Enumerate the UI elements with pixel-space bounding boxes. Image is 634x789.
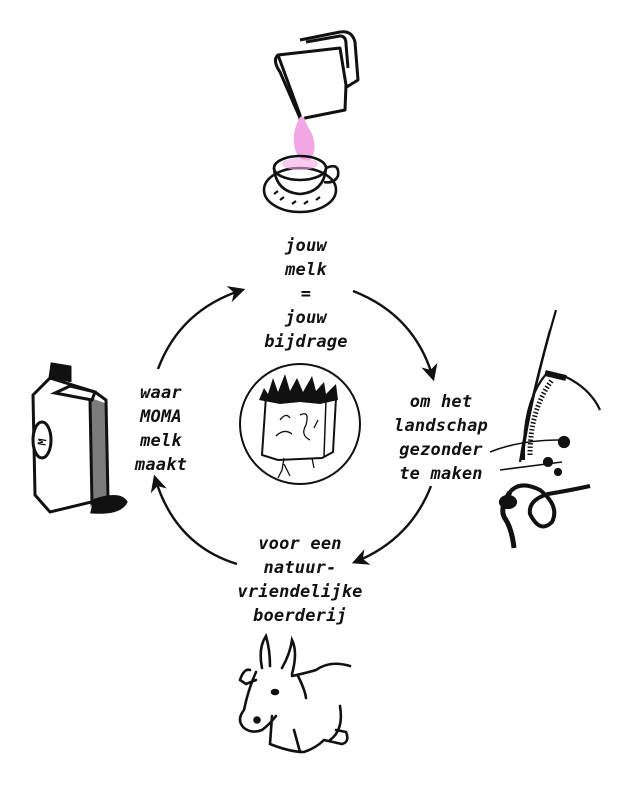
step-left-line: MOMA: [140, 407, 182, 427]
arrow-top-to-right: [352, 289, 438, 382]
step-bottom-line: vriendelijke: [237, 582, 363, 602]
step-bottom-line: natuur-: [263, 558, 337, 578]
milk-stream: [293, 117, 315, 161]
step-left-line: waar: [140, 383, 182, 403]
step-label-bottom: voor een natuur- vriendelijke boerderij: [212, 532, 388, 628]
step-bottom-line: voor een: [258, 534, 342, 554]
step-right-line: landschap: [394, 416, 488, 436]
step-label-left: waar MOMA melk maakt: [116, 381, 206, 477]
milk-jug-icon: [273, 30, 360, 122]
cow-icon: [238, 632, 352, 754]
hay-bale-icon: [239, 363, 361, 485]
step-top-line: melk: [285, 260, 327, 280]
arrow-bottom-to-left: [150, 474, 238, 566]
milk-carton-icon: [31, 362, 128, 514]
step-right-line: te maken: [399, 464, 483, 484]
step-label-top: jouw melk = jouw bijdrage: [236, 234, 376, 354]
grass-and-worm-icon: [489, 309, 602, 549]
step-right-line: om het: [409, 392, 473, 412]
carton-logo: M: [36, 437, 50, 446]
step-label-right: om het landschap gezonder te maken: [368, 390, 514, 486]
step-top-line: bijdrage: [264, 332, 348, 352]
arrow-right-to-bottom: [351, 485, 433, 565]
step-bottom-line: boerderij: [253, 606, 347, 626]
step-left-line: melk: [140, 431, 182, 451]
arrow-left-to-top: [156, 286, 246, 370]
step-left-line: maakt: [134, 455, 188, 475]
coffee-cup-icon: [262, 154, 340, 214]
step-top-line: jouw: [285, 308, 327, 328]
step-top-line: =: [300, 284, 312, 304]
step-top-line: jouw: [285, 236, 327, 256]
step-right-line: gezonder: [399, 440, 483, 460]
